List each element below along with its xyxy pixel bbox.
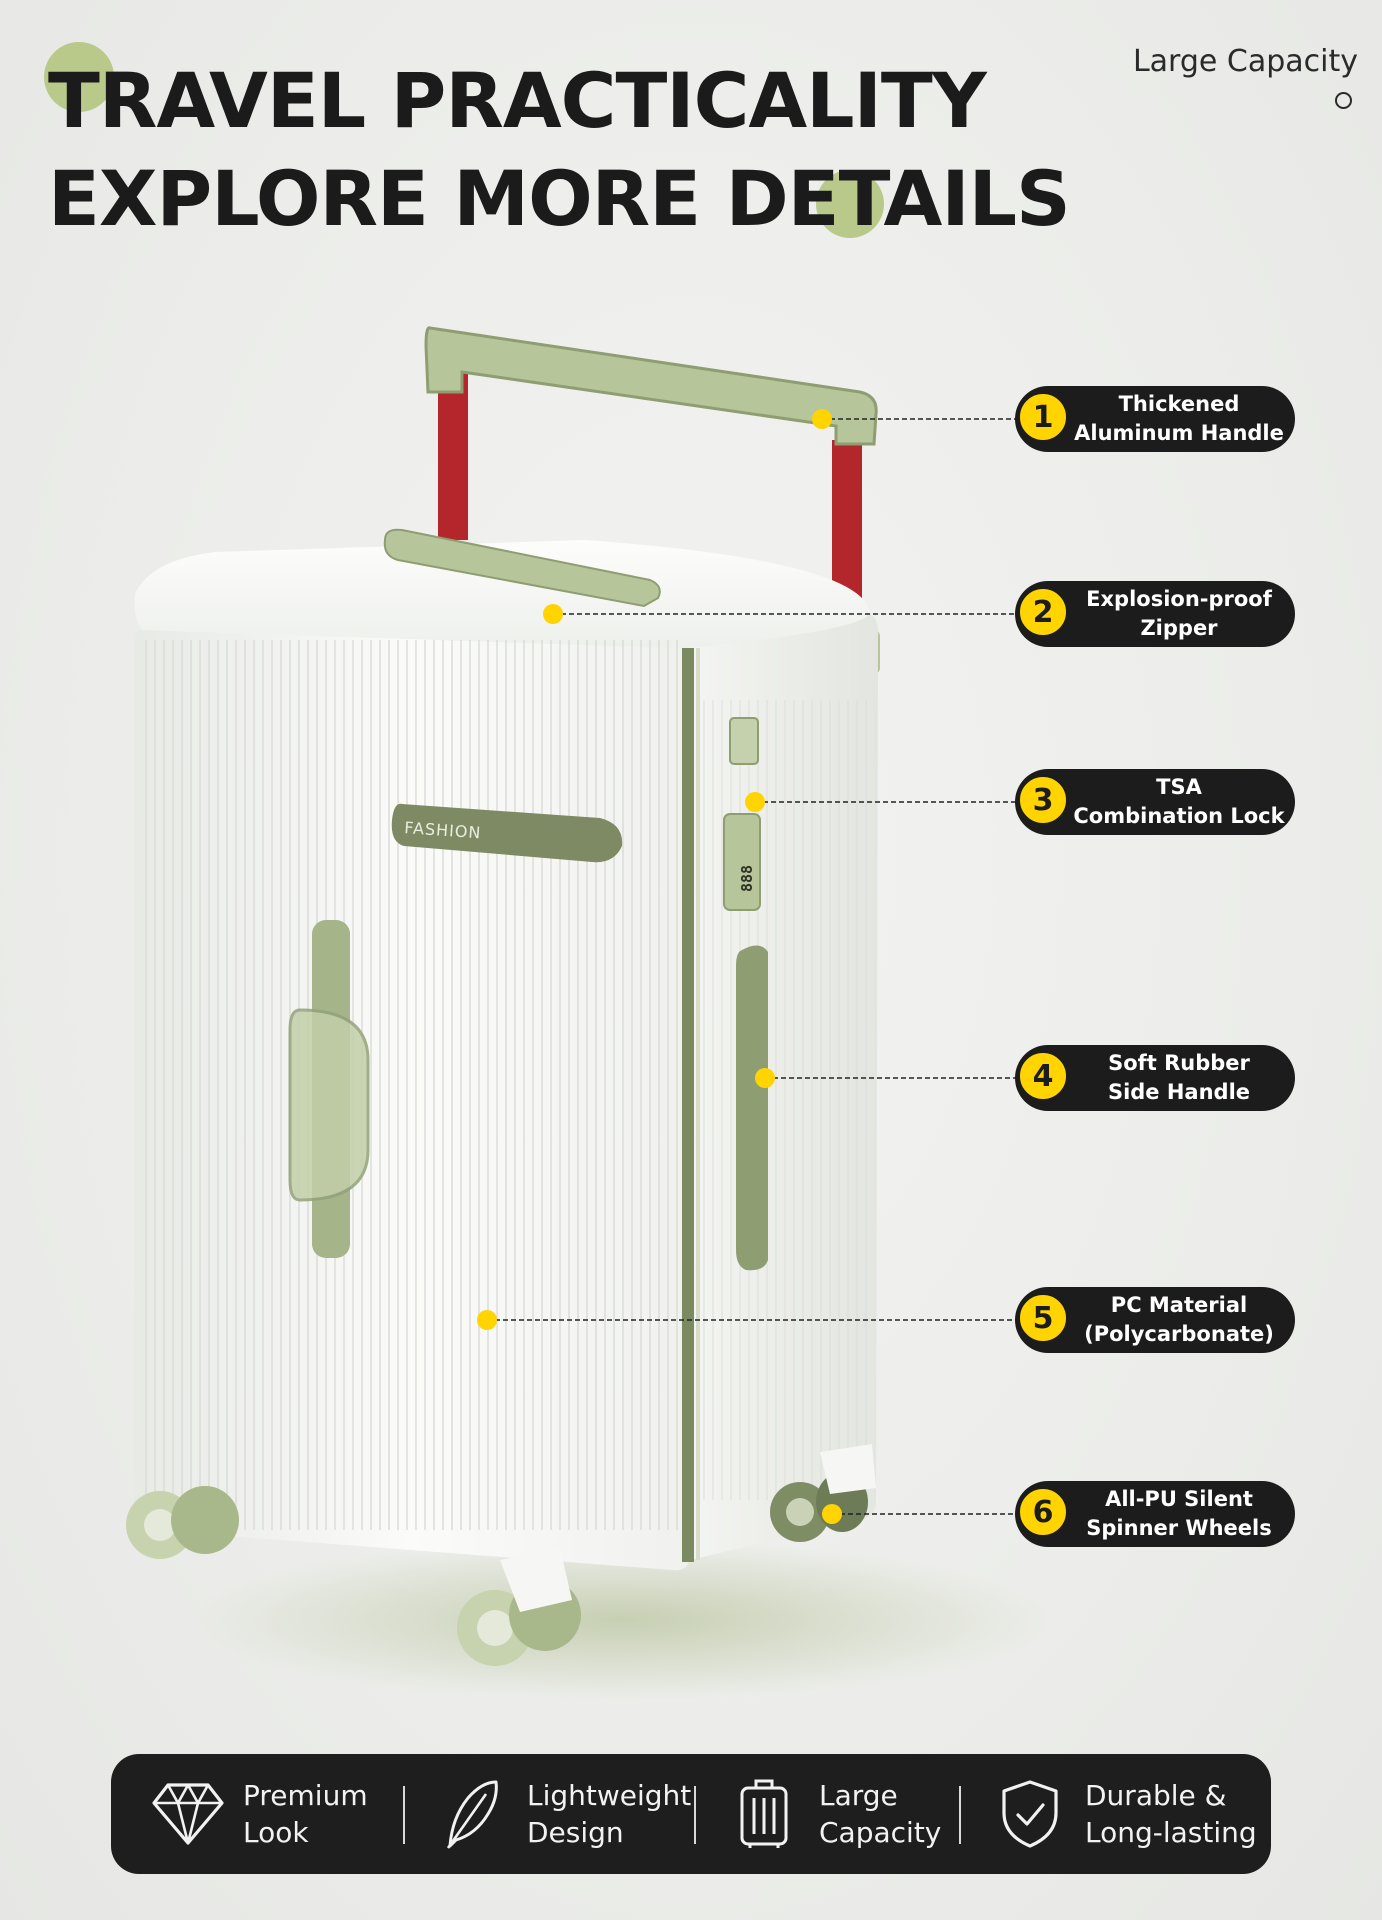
marker-dot: [543, 604, 563, 624]
fashion-plate: [391, 803, 623, 863]
headline-line-2: EXPLORE MORE DETAILS: [48, 154, 1071, 243]
side-handle: [736, 945, 768, 1271]
callout-text: Explosion-proof Zipper: [1069, 581, 1289, 647]
callout-line-1: TSA: [1156, 775, 1202, 799]
feature-line-1: Lightweight: [527, 1779, 692, 1812]
callout-line-1: Soft Rubber: [1108, 1051, 1250, 1075]
callout-1: 1 Thickened Aluminum Handle: [1015, 386, 1295, 452]
ground-shadow: [190, 1540, 1050, 1700]
callout-5: 5 PC Material (Polycarbonate): [1015, 1287, 1295, 1353]
top-handle-bar: [424, 326, 878, 446]
feature-line-2: Capacity: [819, 1816, 942, 1849]
callout-line-1: All-PU Silent: [1105, 1487, 1253, 1511]
marker-dot: [822, 1504, 842, 1524]
callout-6: 6 All-PU Silent Spinner Wheels: [1015, 1481, 1295, 1547]
callout-line-1: PC Material: [1110, 1293, 1248, 1317]
feature-line-2: Design: [527, 1816, 624, 1849]
callout-2: 2 Explosion-proof Zipper: [1015, 581, 1295, 647]
callout-number: 2: [1017, 586, 1069, 638]
marker-dot: [755, 1068, 775, 1088]
callout-text: Soft Rubber Side Handle: [1069, 1045, 1289, 1111]
feather-icon: [433, 1775, 511, 1853]
accent-dot: [816, 170, 884, 238]
front-handle-grip: [288, 1008, 370, 1202]
callout-text: Thickened Aluminum Handle: [1069, 386, 1289, 452]
callout-number: 6: [1017, 1486, 1069, 1538]
callout-line-2: Aluminum Handle: [1074, 421, 1284, 445]
suitcase-top-face: [134, 540, 870, 648]
feature-durable: Durable & Long-lasting: [991, 1754, 1257, 1874]
feature-label: Lightweight Design: [527, 1777, 691, 1851]
feature-bar: Premium Look Lightweight Design: [111, 1754, 1271, 1874]
callout-3: 3 TSA Combination Lock: [1015, 769, 1295, 835]
feature-line-2: Look: [243, 1816, 309, 1849]
feature-label: Large Capacity: [819, 1777, 941, 1851]
circle-icon: [1335, 92, 1352, 109]
accent-dot: [44, 42, 114, 112]
feature-line-1: Premium: [243, 1779, 368, 1812]
lock-digits: 888: [738, 865, 756, 892]
callout-line-2: (Polycarbonate): [1084, 1322, 1274, 1346]
feature-line-1: Durable &: [1085, 1779, 1227, 1812]
callout-number: 4: [1017, 1050, 1069, 1102]
callout-text: PC Material (Polycarbonate): [1069, 1287, 1289, 1353]
shield-check-icon: [991, 1775, 1069, 1853]
diamond-icon: [149, 1775, 227, 1853]
marker-dot: [812, 409, 832, 429]
tsa-lock-body: [723, 813, 761, 911]
feature-label: Premium Look: [243, 1777, 368, 1851]
headline-line-1: TRAVEL PRACTICALITY: [48, 56, 987, 145]
top-carry-handle: [383, 528, 661, 608]
callout-line-2: Zipper: [1140, 616, 1218, 640]
callout-number: 5: [1017, 1292, 1069, 1344]
divider: [694, 1786, 696, 1844]
feature-premium-look: Premium Look: [149, 1754, 368, 1874]
corner-label: Large Capacity: [1132, 44, 1358, 79]
callout-text: All-PU Silent Spinner Wheels: [1069, 1481, 1289, 1547]
feature-line-1: Large: [819, 1779, 898, 1812]
callout-4: 4 Soft Rubber Side Handle: [1015, 1045, 1295, 1111]
callout-line-2: Side Handle: [1107, 1080, 1251, 1104]
handle-pole-left: [438, 370, 468, 540]
marker-dot: [477, 1310, 497, 1330]
marker-dot: [745, 792, 765, 812]
wheel: [126, 1486, 239, 1559]
wheel: [457, 1548, 581, 1666]
divider: [959, 1786, 961, 1844]
callout-number: 1: [1017, 391, 1069, 443]
feature-label: Durable & Long-lasting: [1085, 1777, 1257, 1851]
luggage-icon: [725, 1775, 803, 1853]
feature-lightweight-design: Lightweight Design: [433, 1754, 691, 1874]
feature-large-capacity: Large Capacity: [725, 1754, 941, 1874]
callout-line-2: Combination Lock: [1073, 804, 1285, 828]
callout-line-1: Explosion-proof: [1086, 587, 1272, 611]
callout-number: 3: [1017, 774, 1069, 826]
callout-line-2: Spinner Wheels: [1086, 1516, 1272, 1540]
lock-top-plate: [729, 717, 759, 765]
front-ribs: [145, 640, 685, 1530]
callout-text: TSA Combination Lock: [1069, 769, 1289, 835]
callout-line-1: Thickened: [1118, 392, 1240, 416]
divider: [403, 1786, 405, 1844]
feature-line-2: Long-lasting: [1085, 1816, 1257, 1849]
headline: TRAVEL PRACTICALITY EXPLORE MORE DETAILS: [44, 42, 1071, 248]
